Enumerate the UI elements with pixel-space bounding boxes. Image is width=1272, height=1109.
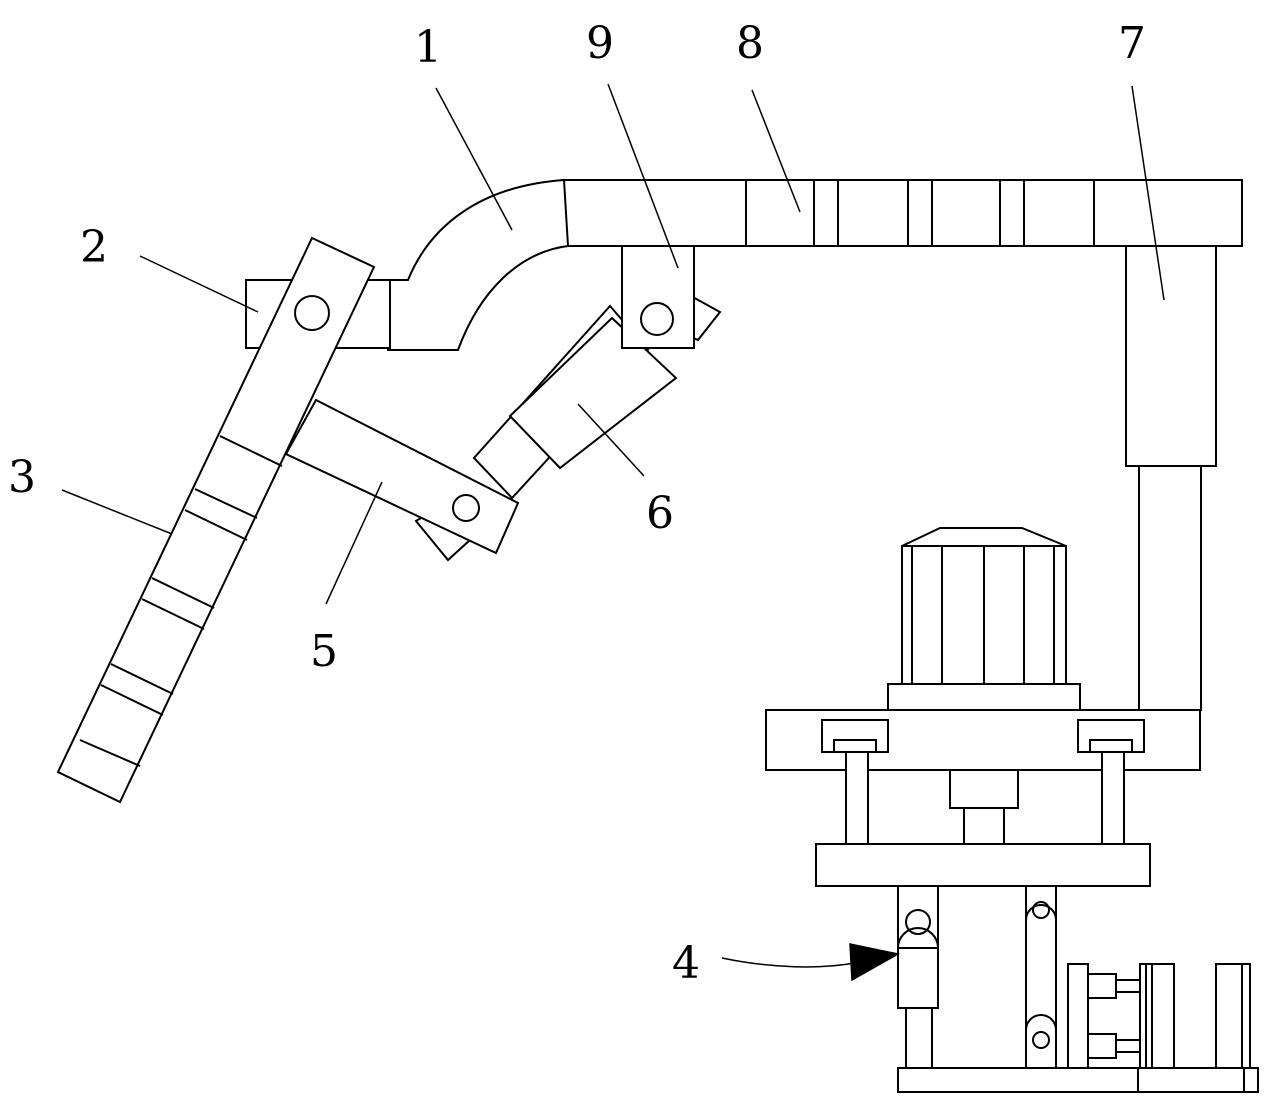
leader-lines bbox=[61, 83, 1165, 982]
hinge-bracket bbox=[621, 245, 695, 349]
label-9: 9 bbox=[586, 18, 614, 69]
upper-plate bbox=[765, 709, 1201, 771]
label-4: 4 bbox=[672, 938, 700, 989]
arrowhead-icon bbox=[849, 943, 901, 982]
label-8: 8 bbox=[736, 18, 764, 69]
label-2: 2 bbox=[80, 222, 108, 273]
guide-rods bbox=[845, 751, 1125, 845]
label-6: 6 bbox=[646, 488, 674, 539]
label-1: 1 bbox=[414, 22, 442, 73]
curved-elbow bbox=[387, 178, 570, 351]
lower-assembly bbox=[897, 885, 1259, 1093]
middle-plate bbox=[815, 843, 1151, 887]
horizontal-beam bbox=[561, 179, 1243, 247]
slanted-link bbox=[56, 236, 376, 804]
hydraulic-cylinder bbox=[472, 288, 722, 500]
motor bbox=[887, 527, 1081, 711]
label-5: 5 bbox=[310, 626, 338, 677]
vertical-column bbox=[1125, 245, 1217, 711]
connecting-arm bbox=[284, 398, 520, 562]
label-7: 7 bbox=[1118, 18, 1146, 69]
part-labels: 1 2 3 4 5 6 7 8 9 bbox=[8, 18, 1146, 989]
label-3: 3 bbox=[8, 452, 36, 503]
